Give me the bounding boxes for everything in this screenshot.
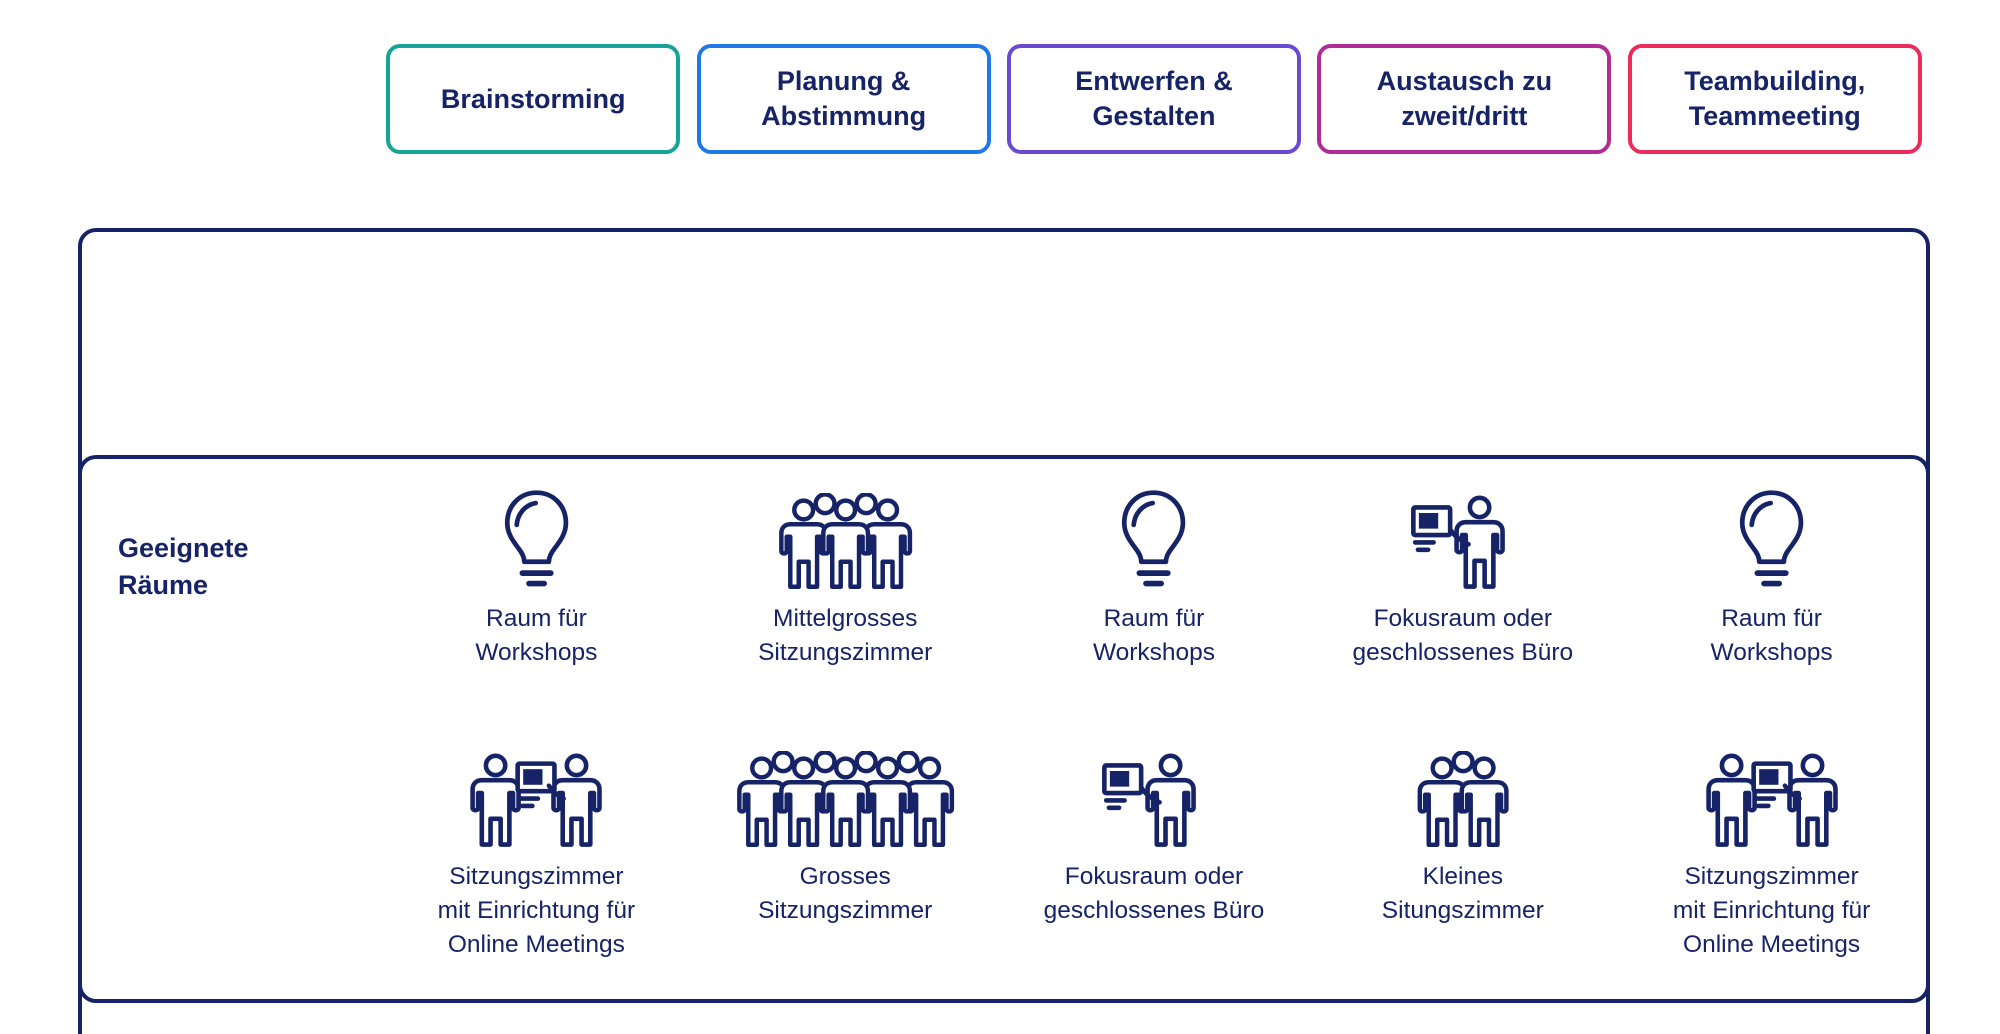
activity-label: Planung & Abstimmung	[761, 66, 927, 131]
person-screen-icon	[1097, 748, 1211, 851]
activity-box-entwerfen-gestalten: Entwerfen & Gestalten	[1006, 44, 1301, 154]
room-label: Kleines Situngszimmer	[1381, 863, 1544, 924]
room-label: Raum für Workshops	[1710, 605, 1833, 666]
activity-label: Brainstorming	[440, 83, 626, 114]
room-label: Sitzungszimmer mit Einrichtung für Onlin…	[437, 863, 636, 958]
two-people-screen-icon	[468, 748, 604, 851]
room-label: Grosses Sitzungszimmer	[758, 863, 933, 924]
room-secondary-entwerfen: Fokusraum oder geschlossenes Büro	[1000, 721, 1309, 999]
suitable-rooms-section: Geeignete Räume Raum für Workshops Mitte…	[78, 455, 1930, 1003]
group-medium-icon	[776, 493, 915, 593]
activity-label: Austausch zu zweit/dritt	[1376, 66, 1553, 131]
lightbulb-icon	[494, 487, 579, 593]
room-primary-teambuilding: Raum für Workshops	[1617, 459, 1926, 721]
activity-header-row: Brainstorming Planung & Abstimmung Entwe…	[78, 44, 1930, 154]
room-primary-planung: Mittelgrosses Sitzungszimmer	[691, 459, 1000, 721]
room-primary-entwerfen: Raum für Workshops	[1000, 459, 1309, 721]
two-people-icon	[1414, 751, 1512, 851]
activity-box-teambuilding: Teambuilding, Teammeeting	[1627, 44, 1922, 154]
room-secondary-teambuilding: Sitzungszimmer mit Einrichtung für Onlin…	[1617, 721, 1926, 999]
rooms-row-label-text: Geeignete Räume	[118, 533, 249, 600]
room-primary-austausch: Fokusraum oder geschlossenes Büro	[1308, 459, 1617, 721]
activity-box-planung-abstimmung: Planung & Abstimmung	[696, 44, 991, 154]
room-label: Fokusraum oder geschlossenes Büro	[1352, 605, 1574, 666]
activity-label: Entwerfen & Gestalten	[1075, 66, 1233, 131]
rooms-spacer	[82, 721, 382, 999]
header-spacer	[78, 44, 378, 154]
group-large-icon	[734, 751, 957, 851]
rooms-row-label: Geeignete Räume	[82, 459, 382, 721]
person-screen-icon	[1406, 490, 1520, 593]
room-label: Sitzungszimmer mit Einrichtung für Onlin…	[1672, 863, 1871, 958]
two-people-screen-icon	[1704, 748, 1840, 851]
activity-label: Teambuilding, Teammeeting	[1684, 66, 1866, 131]
room-secondary-austausch: Kleines Situngszimmer	[1308, 721, 1617, 999]
lightbulb-icon	[1111, 487, 1196, 593]
activity-box-austausch: Austausch zu zweit/dritt	[1317, 44, 1612, 154]
room-label: Raum für Workshops	[475, 605, 598, 666]
room-label: Fokusraum oder geschlossenes Büro	[1043, 863, 1265, 924]
room-label: Mittelgrosses Sitzungszimmer	[758, 605, 933, 666]
room-primary-brainstorming: Raum für Workshops	[382, 459, 691, 721]
room-secondary-planung: Grosses Sitzungszimmer	[691, 721, 1000, 999]
room-label: Raum für Workshops	[1092, 605, 1216, 666]
activity-box-brainstorming: Brainstorming	[386, 44, 681, 154]
lightbulb-icon	[1729, 487, 1814, 593]
room-secondary-brainstorming: Sitzungszimmer mit Einrichtung für Onlin…	[382, 721, 691, 999]
